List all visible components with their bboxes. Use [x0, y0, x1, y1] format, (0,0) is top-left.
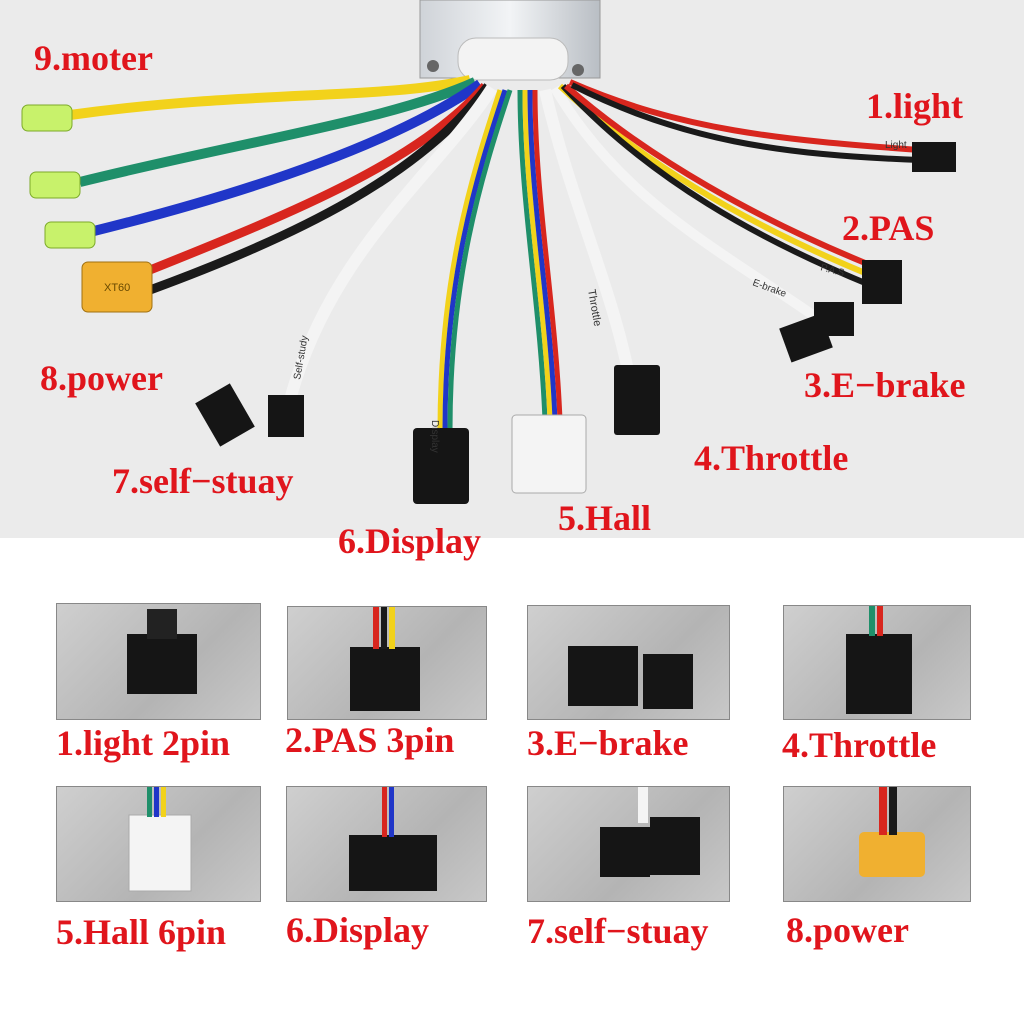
- display-tag: Display: [429, 420, 440, 453]
- label-light: 1.light: [866, 86, 964, 126]
- throttle-tag: Throttle: [585, 288, 603, 327]
- thumb-self-study-connector: [527, 786, 730, 902]
- motor-terminal: [29, 171, 81, 199]
- self-study-connector: [195, 383, 255, 447]
- display-connector: [413, 428, 469, 504]
- label-self-study: 7.self−stuay: [112, 461, 294, 501]
- light-tag: Light: [885, 140, 907, 151]
- label-power: 8.power: [40, 358, 163, 398]
- thumb-light-connector: [56, 603, 261, 720]
- label-motor: 9.moter: [34, 38, 153, 78]
- thumb-pas-connector: [287, 606, 487, 720]
- motor-terminal: [44, 221, 96, 249]
- thumb-hall-connector: [56, 786, 261, 902]
- caption-display: 6.Display: [286, 910, 430, 950]
- pas-connector: [862, 260, 902, 304]
- throttle-connector: [614, 365, 660, 435]
- screw-icon: [572, 64, 584, 76]
- hall-connector: [511, 414, 587, 494]
- ebrake-connector: [814, 302, 854, 336]
- thumb-ebrake-connector: [527, 605, 730, 720]
- cable-grommet: [457, 37, 569, 81]
- caption-hall-6pin: 5.Hall 6pin: [56, 912, 227, 952]
- label-display: 6.Display: [338, 521, 482, 561]
- light-connector: [912, 142, 956, 172]
- caption-self-study: 7.self−stuay: [527, 911, 709, 951]
- controller-wiring-photo: XT60 Self-study Display Throttle E-brake…: [0, 0, 1024, 559]
- thumb-power-connector: [783, 786, 971, 902]
- caption-power: 8.power: [786, 910, 909, 950]
- screw-icon: [427, 60, 439, 72]
- power-plug-tag: XT60: [104, 282, 130, 294]
- label-pas: 2.PAS: [842, 208, 935, 248]
- label-hall: 5.Hall: [558, 498, 652, 538]
- motor-terminal: [21, 104, 73, 132]
- controller-wiring-illustration: XT60 Self-study Display Throttle E-brake…: [21, 0, 956, 504]
- caption-pas-3pin: 2.PAS 3pin: [285, 720, 455, 760]
- thumb-throttle-connector: [783, 605, 971, 720]
- caption-ebrake: 3.E−brake: [527, 723, 689, 763]
- label-ebrake: 3.E−brake: [804, 365, 966, 405]
- caption-throttle: 4.Throttle: [782, 725, 937, 765]
- thumb-display-connector: [286, 786, 487, 902]
- self-study-connector: [268, 395, 304, 437]
- caption-light-2pin: 1.light 2pin: [56, 723, 231, 763]
- power-plug: [81, 261, 153, 313]
- label-throttle: 4.Throttle: [694, 438, 849, 478]
